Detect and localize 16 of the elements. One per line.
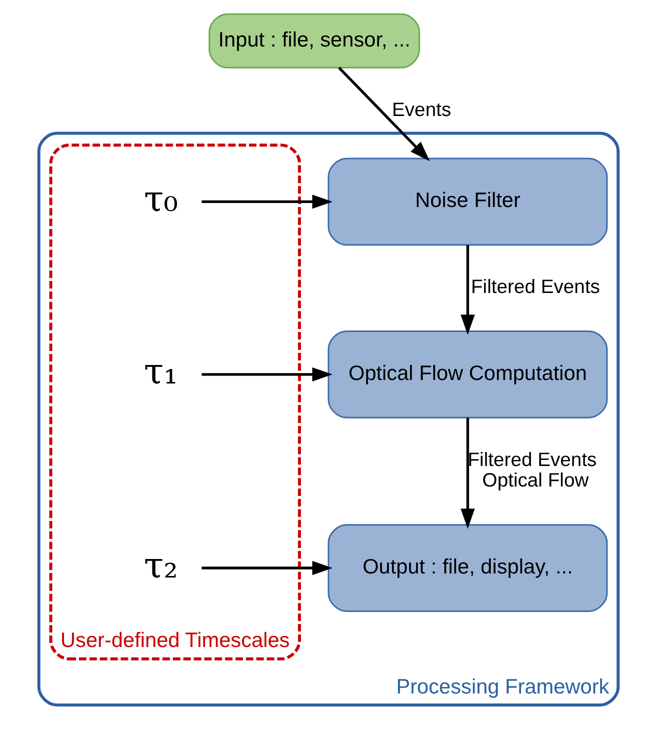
node-text: τ₀ [143, 178, 178, 220]
edge-label: Filtered Events Optical Flow [467, 448, 596, 492]
arrow [201, 367, 332, 382]
node-text: τ₁ [143, 352, 178, 393]
arrow [460, 418, 474, 529]
node-box: Noise Filter [327, 158, 608, 246]
arrow [338, 66, 430, 162]
node-text: τ₂ [143, 545, 178, 586]
node-box: Input : file, sensor, ... [208, 13, 420, 68]
arrow [460, 245, 474, 335]
node-box: Output : file, display, ... [327, 524, 608, 612]
arrow [201, 560, 332, 576]
edge-label: Events [392, 98, 451, 121]
edge-label: Filtered Events [470, 276, 600, 298]
arrow [201, 194, 332, 209]
node-box: Optical Flow Computation [327, 330, 608, 418]
